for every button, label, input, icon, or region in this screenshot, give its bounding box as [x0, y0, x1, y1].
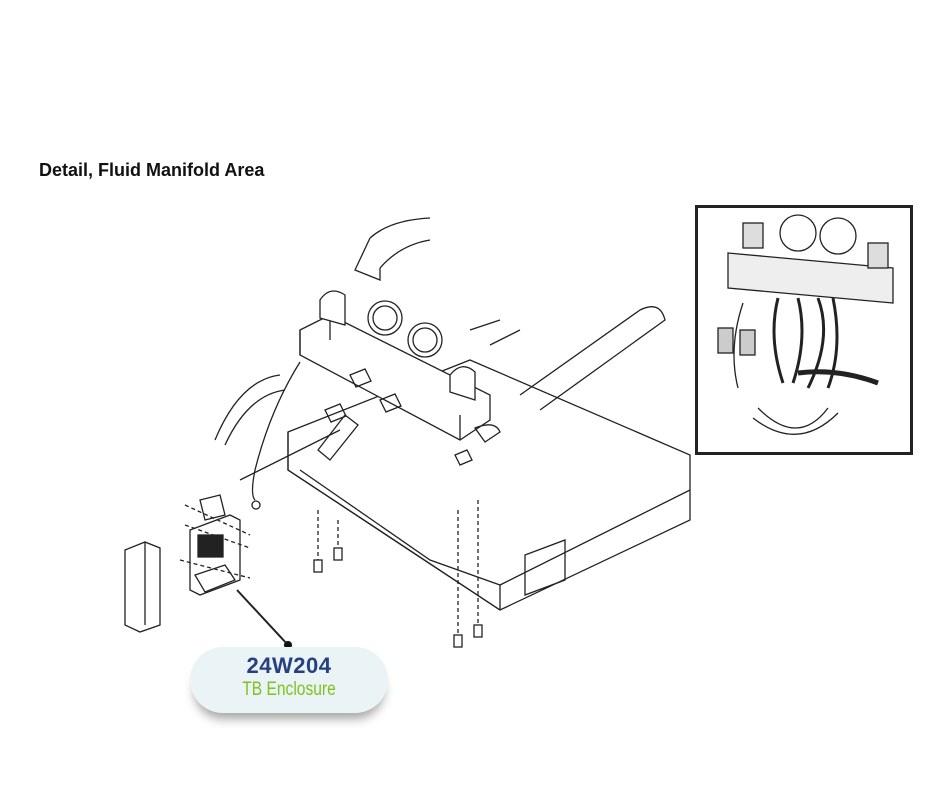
- figure-title: Detail, Fluid Manifold Area: [39, 160, 265, 180]
- callout-leader: [236, 589, 293, 650]
- ground-cable: [239, 361, 341, 501]
- base-enclosure: [287, 359, 691, 611]
- hoses: [214, 217, 666, 446]
- tb-enclosure: [124, 494, 251, 633]
- part-description: TB Enclosure: [242, 679, 336, 700]
- inset-photo-detail: [695, 205, 913, 455]
- screws: [313, 547, 483, 648]
- fluid-manifold: [299, 290, 521, 443]
- mounting-screws: [317, 500, 479, 635]
- fittings: [317, 368, 473, 466]
- part-number: 24W204: [246, 653, 332, 678]
- inset-manifold-photo: [717, 214, 894, 435]
- part-callout-badge: 24W204 TB Enclosure: [190, 647, 388, 713]
- ring-terminal: [251, 500, 261, 510]
